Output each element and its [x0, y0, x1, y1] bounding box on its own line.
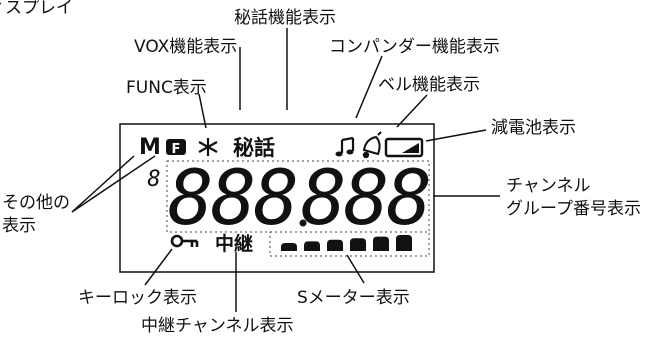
compander-leader [355, 55, 383, 119]
s-meter-bar [396, 235, 412, 251]
digits-left: 888 [168, 153, 296, 242]
small-digit: 8 [147, 167, 160, 192]
lcd-frame [119, 123, 435, 273]
others-leader-2 [71, 155, 156, 213]
battery-icon [384, 137, 424, 158]
digit-frame [166, 160, 430, 233]
smeter-frame [269, 231, 430, 257]
s-meter-bar [304, 241, 320, 251]
smeter-leader [346, 254, 365, 284]
s-meter-bar [281, 243, 297, 251]
battery-label: 減電池表示 [491, 118, 576, 138]
relay-icon: 中継 [215, 232, 253, 255]
others-leader-1 [71, 155, 135, 213]
key-lock-icon [170, 234, 199, 248]
bell-leader [396, 94, 428, 128]
key-lock-label: キーロック表示 [78, 288, 197, 308]
others-label-line1: その他の [2, 193, 70, 213]
digits-right: 888 [301, 153, 429, 242]
s-meter-bar [327, 239, 343, 251]
s-meter-bar [350, 238, 366, 251]
vox-label: VOX機能表示 [134, 37, 238, 57]
secret-icon: 秘話 [233, 136, 275, 160]
bell-icon [362, 131, 382, 159]
func-leader [198, 93, 207, 129]
bell-label: ベル機能表示 [378, 75, 480, 95]
s-meter [281, 235, 412, 251]
s-meter-bar [373, 236, 389, 251]
battery-leader [425, 129, 487, 142]
channel-label-line2: グループ番号表示 [506, 199, 641, 219]
f-icon: F [172, 142, 181, 157]
relay-channel-label: 中継チャンネル表示 [141, 316, 294, 336]
s-meter-label: Sメーター表示 [297, 288, 410, 308]
decimal-point [299, 219, 307, 227]
f-icon-box [166, 139, 186, 155]
display-label: ィスプレイ [0, 0, 73, 18]
compander-icon [335, 136, 355, 157]
keylock-leader [144, 248, 173, 286]
others-label-line2: 表示 [2, 216, 36, 236]
compander-label: コンパンダー機能表示 [329, 37, 500, 57]
m-icon: M [139, 135, 161, 160]
func-label: FUNC表示 [126, 78, 207, 98]
channel-label-line1: チャンネル [506, 176, 591, 196]
secret-talk-label: 秘話機能表示 [234, 8, 336, 28]
vox-icon [198, 138, 218, 156]
